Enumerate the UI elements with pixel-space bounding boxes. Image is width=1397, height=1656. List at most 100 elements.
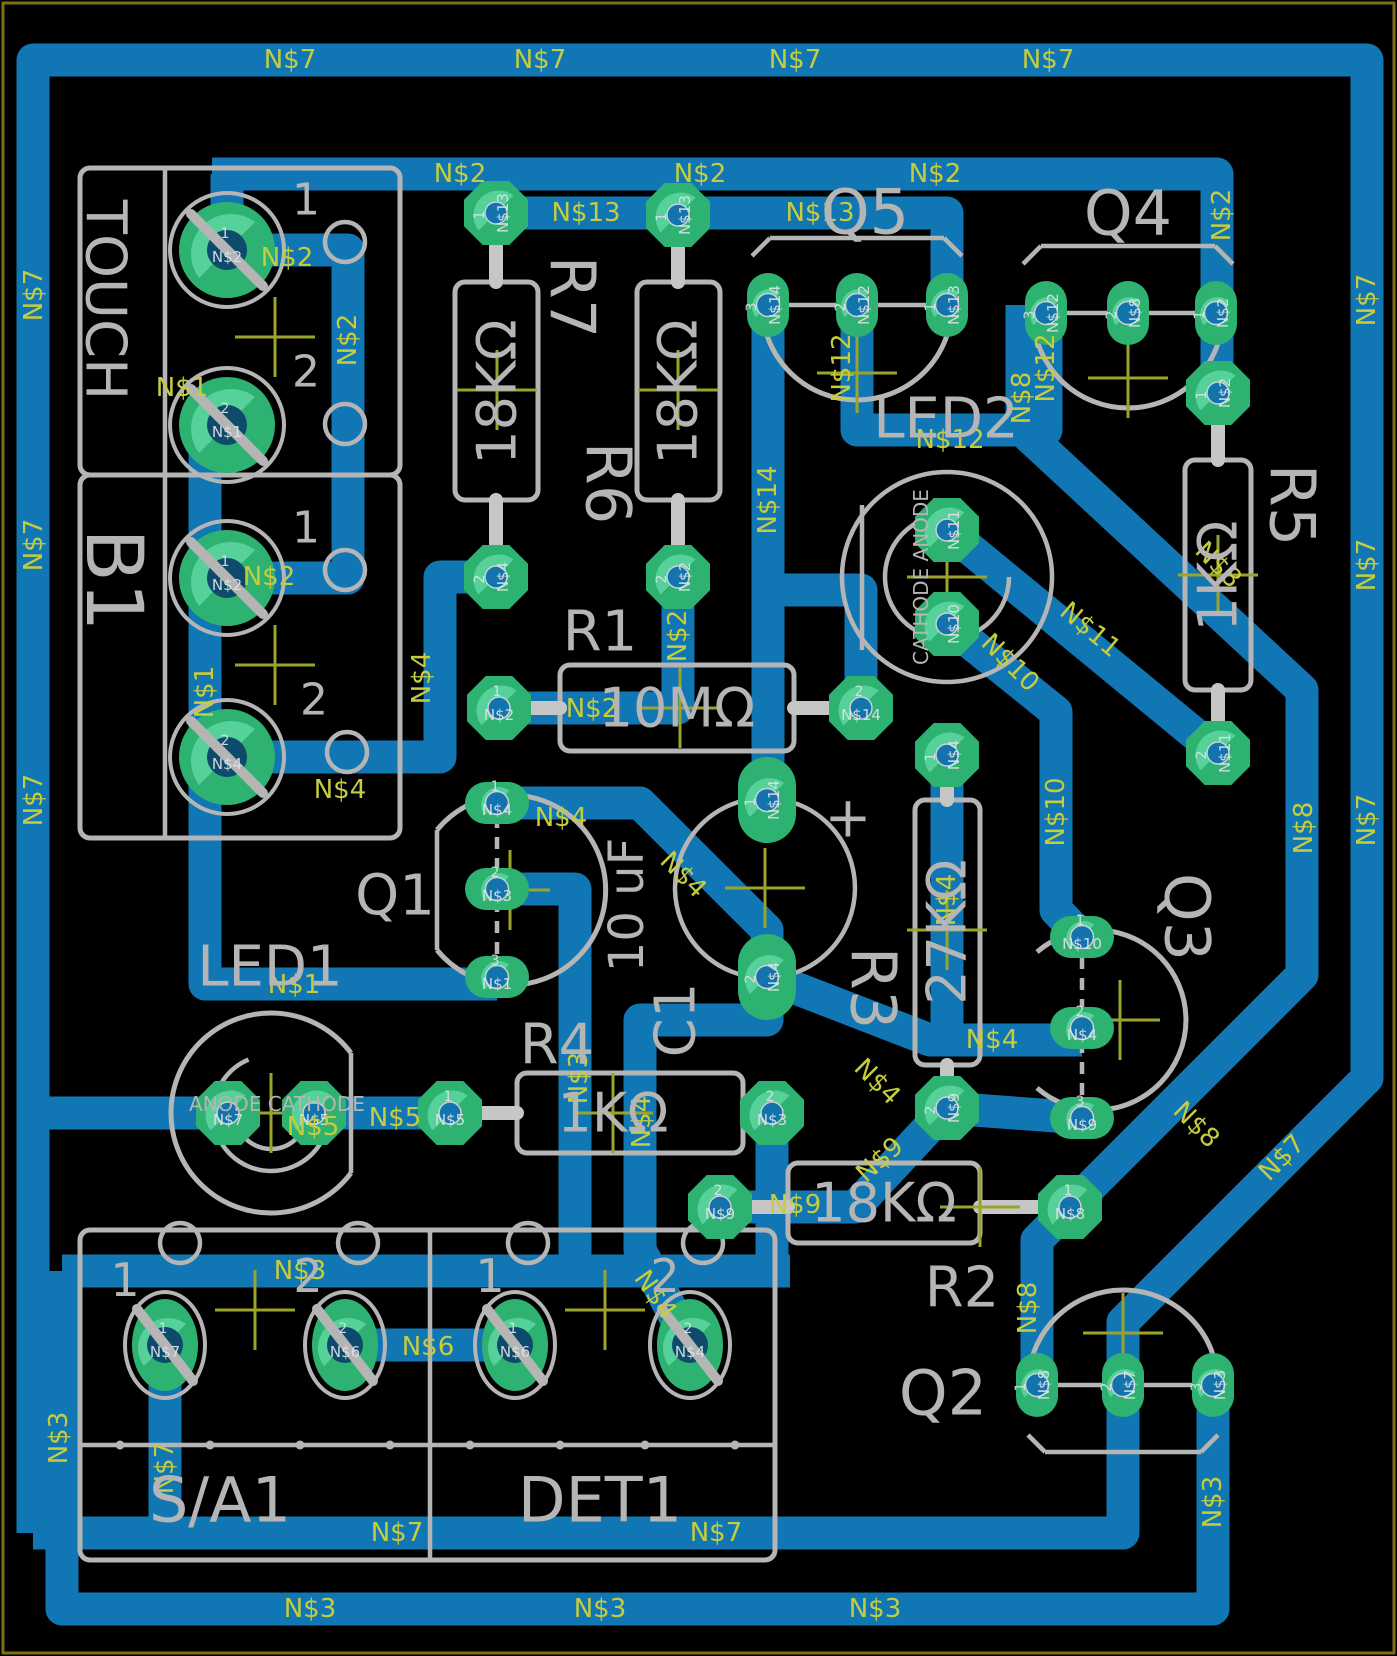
component-label-q4[interactable]: Q4 bbox=[1084, 177, 1172, 250]
component-label-anode-cathode[interactable]: ANODE CATHODE bbox=[189, 1092, 365, 1116]
pad-N$4-pin2[interactable]: 2N$4 bbox=[648, 1290, 732, 1400]
component-label-r2[interactable]: R2 bbox=[925, 1256, 1000, 1321]
pad-N$2-pin1[interactable]: 1N$2 bbox=[467, 676, 531, 740]
pad-N$2-pin1[interactable]: 1N$2 bbox=[168, 519, 286, 637]
component-label-led2[interactable]: LED2 bbox=[873, 387, 1018, 452]
component-label-q5[interactable]: Q5 bbox=[821, 176, 909, 249]
pad-N$1-pin2[interactable]: 2N$1 bbox=[168, 366, 286, 484]
net-label-N$2[interactable]: N$2 bbox=[261, 243, 314, 273]
net-label-N$2[interactable]: N$2 bbox=[243, 562, 296, 592]
pad-N$3-pin2[interactable]: 2N$3 bbox=[740, 1081, 804, 1145]
component-label-1[interactable]: 1 bbox=[110, 1253, 139, 1307]
net-label-N$4[interactable]: N$4 bbox=[314, 775, 367, 805]
net-label-N$7[interactable]: N$7 bbox=[1352, 539, 1382, 592]
component-label-r6[interactable]: R6 bbox=[572, 442, 645, 525]
component-label-27k-[interactable]: 27KΩ bbox=[916, 859, 979, 1004]
net-label-N$2[interactable]: N$2 bbox=[333, 314, 363, 367]
net-label-N$7[interactable]: N$7 bbox=[1022, 45, 1075, 75]
component-label-1k-[interactable]: 1KΩ bbox=[1187, 520, 1250, 631]
net-label-N$7[interactable]: N$7 bbox=[769, 45, 822, 75]
pad-N$4-pin2[interactable]: 2N$4 bbox=[168, 698, 286, 816]
net-label-N$12[interactable]: N$12 bbox=[1031, 333, 1061, 402]
component-label--[interactable]: + bbox=[825, 786, 872, 851]
net-label-N$14[interactable]: N$14 bbox=[753, 465, 783, 534]
net-label-N$4[interactable]: N$4 bbox=[627, 1096, 657, 1149]
net-label-N$2[interactable]: N$2 bbox=[434, 159, 487, 189]
component-label-r1[interactable]: R1 bbox=[563, 600, 638, 665]
net-label-N$4[interactable]: N$4 bbox=[535, 803, 588, 833]
component-label-r5[interactable]: R5 bbox=[1256, 464, 1329, 547]
net-label-N$5[interactable]: N$5 bbox=[287, 1112, 340, 1142]
pad-N$7-pin1[interactable]: 1N$7 bbox=[123, 1290, 207, 1400]
net-label-N$2[interactable]: N$2 bbox=[909, 159, 962, 189]
component-label-cathode-anode[interactable]: CATHODE ANODE bbox=[909, 489, 933, 665]
pad-N$11[interactable]: N$11 bbox=[915, 498, 979, 562]
pad-N$10[interactable]: N$10 bbox=[915, 592, 979, 656]
component-label-q2[interactable]: Q2 bbox=[899, 1357, 987, 1430]
net-label-N$7[interactable]: N$7 bbox=[264, 45, 317, 75]
component-label-1[interactable]: 1 bbox=[475, 1249, 504, 1303]
trace-N$11[interactable] bbox=[936, 517, 1229, 766]
pad-N$14-pin2[interactable]: 2N$14 bbox=[829, 676, 893, 740]
net-label-N$2[interactable]: N$2 bbox=[663, 610, 693, 663]
component-label-led1[interactable]: LED1 bbox=[197, 935, 342, 1000]
pad-N$6-pin1[interactable]: 1N$6 bbox=[473, 1290, 557, 1400]
net-label-N$7[interactable]: N$7 bbox=[19, 774, 49, 827]
component-label-det1[interactable]: DET1 bbox=[518, 1464, 682, 1537]
net-label-N$7[interactable]: N$7 bbox=[1352, 274, 1382, 327]
pad-N$3-pin2[interactable]: 2N$3 bbox=[465, 865, 529, 910]
component-label-18k-[interactable]: 18KΩ bbox=[647, 319, 710, 464]
pad-N$7[interactable]: N$7 bbox=[196, 1081, 260, 1145]
net-label-N$3[interactable]: N$3 bbox=[274, 1256, 327, 1286]
net-label-N$3[interactable]: N$3 bbox=[284, 1594, 337, 1624]
trace-N$7[interactable] bbox=[33, 1390, 1140, 1550]
component-label-2[interactable]: 2 bbox=[292, 347, 320, 398]
pad-N$4-pin1[interactable]: 1N$4 bbox=[465, 779, 529, 824]
net-label-N$7[interactable]: N$7 bbox=[19, 269, 49, 322]
component-label-2[interactable]: 2 bbox=[650, 1249, 679, 1303]
net-label-N$3[interactable]: N$3 bbox=[849, 1594, 902, 1624]
component-label-10-uf[interactable]: 10 uF bbox=[599, 838, 655, 972]
component-label-2[interactable]: 2 bbox=[293, 1249, 322, 1303]
pad-N$4-pin2[interactable]: 2N$4 bbox=[1050, 1004, 1114, 1049]
component-label-b1[interactable]: B1 bbox=[68, 528, 158, 631]
component-label-1[interactable]: 1 bbox=[292, 503, 320, 554]
pad-N$5[interactable]: N$5 bbox=[282, 1081, 346, 1145]
net-label-N$2[interactable]: N$2 bbox=[674, 159, 727, 189]
net-label-N$1[interactable]: N$1 bbox=[268, 970, 321, 1000]
component-label-c1[interactable]: C1 bbox=[644, 983, 709, 1058]
net-label-N$4[interactable]: N$4 bbox=[407, 652, 437, 705]
component-label-1k-[interactable]: 1KΩ bbox=[557, 1082, 668, 1145]
net-label-N$8[interactable]: N$8 bbox=[1007, 372, 1037, 425]
trace-N$4[interactable] bbox=[761, 961, 1082, 1057]
net-label-N$1[interactable]: N$1 bbox=[156, 373, 209, 403]
net-label-N$7[interactable]: N$7 bbox=[690, 1518, 743, 1548]
net-label-N$7[interactable]: N$7 bbox=[1352, 794, 1382, 847]
component-label-10m-[interactable]: 10MΩ bbox=[599, 677, 756, 740]
net-label-N$1[interactable]: N$1 bbox=[190, 666, 220, 719]
component-label-r7[interactable]: R7 bbox=[536, 256, 609, 339]
pad-N$1-pin3[interactable]: 3N$1 bbox=[465, 953, 529, 998]
component-label-r3[interactable]: R3 bbox=[837, 947, 910, 1030]
pad-N$8-pin1[interactable]: 1N$8 bbox=[1038, 1175, 1102, 1239]
net-label-N$13[interactable]: N$13 bbox=[551, 198, 620, 228]
component-label-r4[interactable]: R4 bbox=[520, 1013, 595, 1078]
net-label-N$3[interactable]: N$3 bbox=[564, 1052, 594, 1105]
net-label-N$5[interactable]: N$5 bbox=[369, 1103, 422, 1133]
net-label-N$3[interactable]: N$3 bbox=[574, 1594, 627, 1624]
pad-N$2-pin1[interactable]: 1N$2 bbox=[168, 191, 286, 309]
